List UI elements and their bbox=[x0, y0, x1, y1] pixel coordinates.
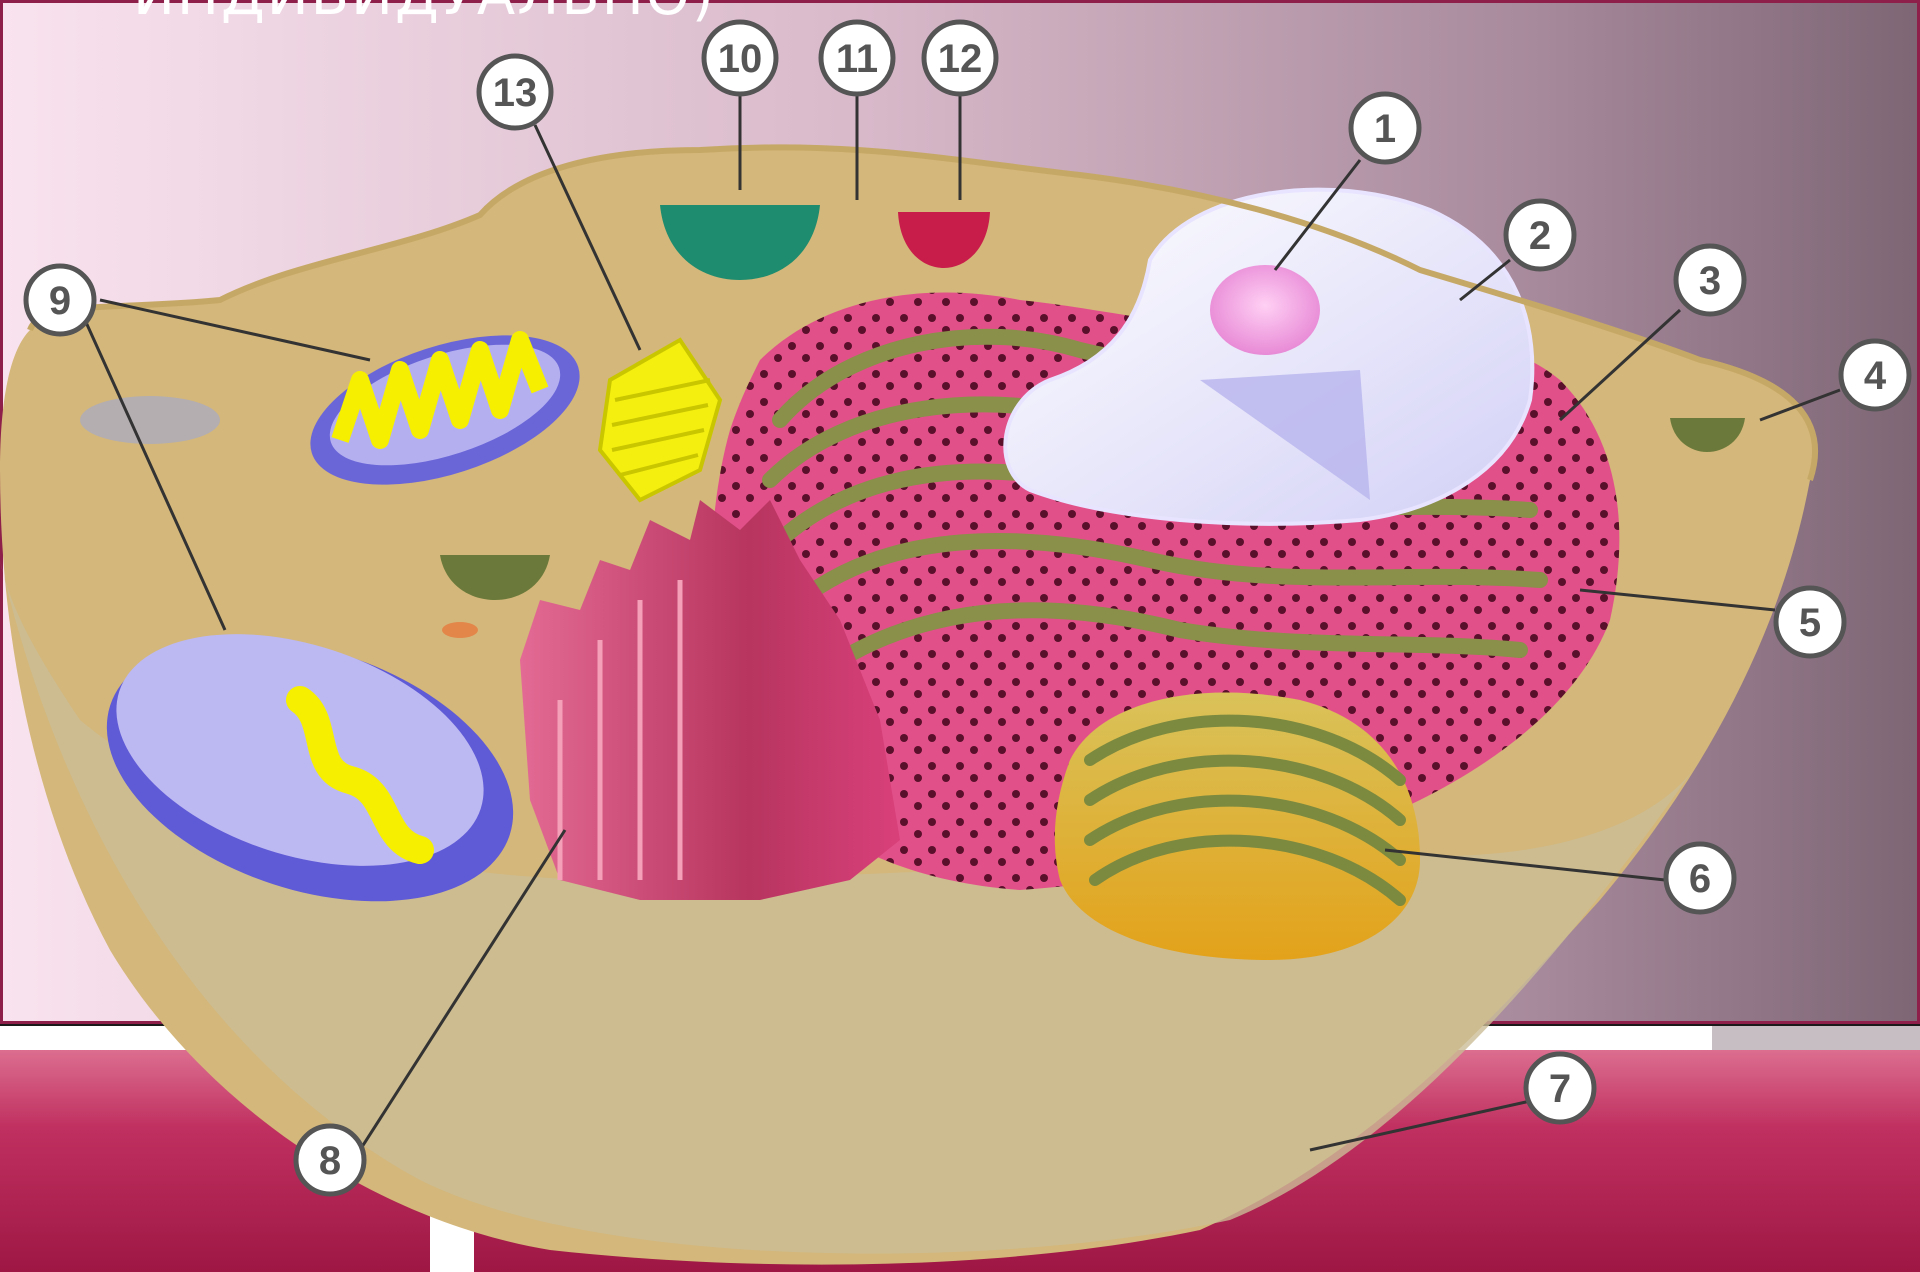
svg-text:5: 5 bbox=[1799, 601, 1821, 645]
svg-text:9: 9 bbox=[49, 279, 71, 323]
label-9: 9 bbox=[26, 266, 94, 334]
svg-text:12: 12 bbox=[938, 37, 983, 81]
label-10: 10 bbox=[704, 22, 776, 94]
label-12: 12 bbox=[924, 22, 996, 94]
svg-text:7: 7 bbox=[1549, 1067, 1571, 1111]
label-11: 11 bbox=[821, 22, 893, 94]
label-3: 3 bbox=[1676, 246, 1744, 314]
svg-text:8: 8 bbox=[319, 1139, 341, 1183]
label-1: 1 bbox=[1351, 94, 1419, 162]
label-5: 5 bbox=[1776, 588, 1844, 656]
label-2: 2 bbox=[1506, 201, 1574, 269]
label-6: 6 bbox=[1666, 844, 1734, 912]
label-7: 7 bbox=[1526, 1054, 1594, 1122]
svg-text:6: 6 bbox=[1689, 857, 1711, 901]
svg-text:11: 11 bbox=[836, 37, 878, 81]
label-4: 4 bbox=[1841, 341, 1909, 409]
gray-vesicle bbox=[80, 396, 220, 444]
svg-text:10: 10 bbox=[718, 37, 763, 81]
svg-text:13: 13 bbox=[493, 71, 538, 115]
small-vesicle bbox=[442, 622, 478, 638]
svg-text:4: 4 bbox=[1864, 354, 1887, 398]
svg-text:2: 2 bbox=[1529, 214, 1551, 258]
svg-text:3: 3 bbox=[1699, 259, 1721, 303]
nucleolus bbox=[1210, 265, 1320, 355]
label-13: 13 bbox=[479, 56, 551, 128]
svg-text:1: 1 bbox=[1374, 107, 1396, 151]
label-8: 8 bbox=[296, 1126, 364, 1194]
